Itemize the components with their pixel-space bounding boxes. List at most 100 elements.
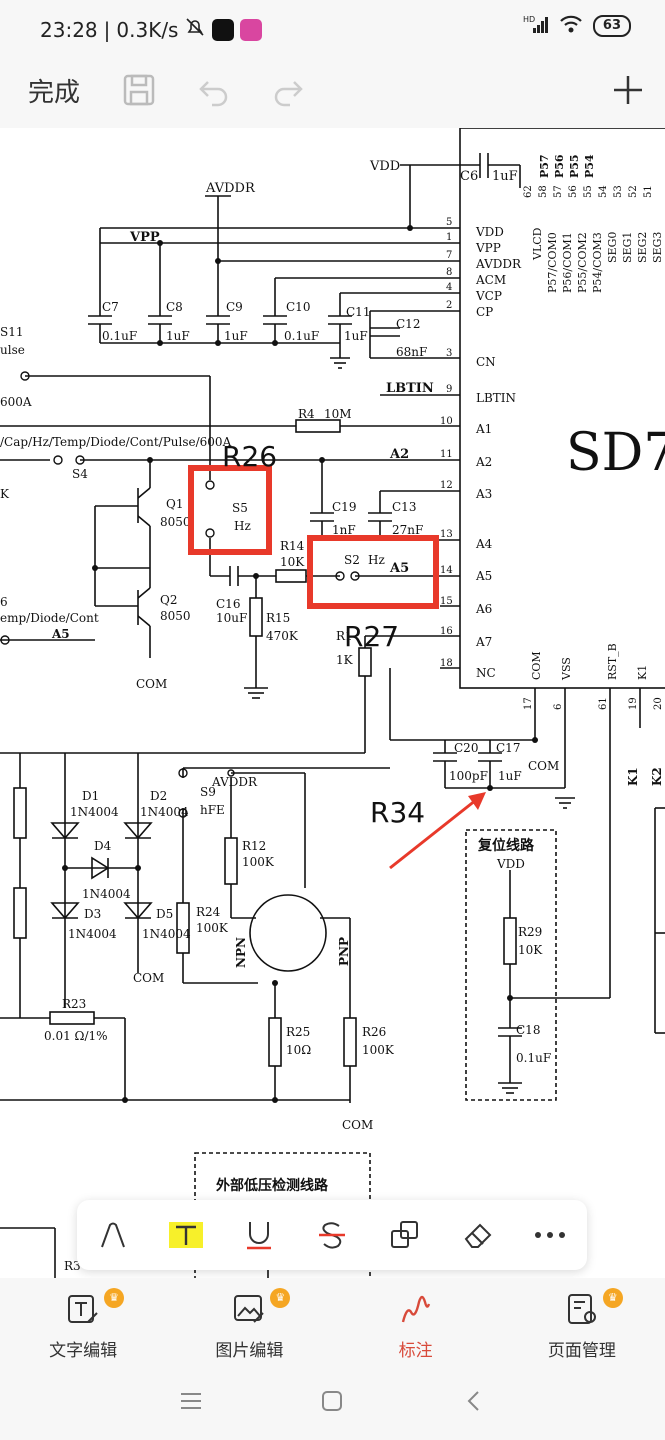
- tab-image-edit[interactable]: ♛ 图片编辑: [166, 1278, 332, 1362]
- home-icon[interactable]: [312, 1381, 352, 1421]
- r3-label: R3: [64, 1259, 81, 1273]
- system-nav-bar: [0, 1362, 665, 1440]
- top-num-54: 54: [598, 185, 609, 198]
- pin-p54: P54/COM3: [591, 232, 604, 293]
- vpp-label: VPP: [129, 230, 160, 245]
- tab-annotate[interactable]: 标注: [333, 1278, 499, 1362]
- pin-p56: P56/COM1: [561, 232, 574, 293]
- pin-vlcd: VLCD: [531, 227, 544, 261]
- com-label-diode: COM: [133, 971, 164, 985]
- pin-a3: A3: [475, 487, 492, 501]
- c17-name: C17: [496, 741, 520, 755]
- c16-value: 10uF: [216, 611, 247, 625]
- pin-num-14: 14: [440, 565, 453, 576]
- bottom-num-17: 17: [523, 697, 534, 710]
- annotation-arrow-line[interactable]: [389, 798, 477, 870]
- save-icon[interactable]: [117, 68, 161, 112]
- vdd-label: VDD: [369, 159, 400, 174]
- c7-value: 0.1uF: [102, 329, 137, 343]
- pin-seg3: SEG3: [651, 232, 664, 263]
- avddr-label: AVDDR: [205, 181, 256, 196]
- c18-name: C18: [516, 1023, 540, 1037]
- 600a-label: 600A: [0, 395, 32, 409]
- r23-value: 0.01 Ω/1%: [44, 1029, 108, 1043]
- strikethrough-icon[interactable]: [306, 1209, 358, 1261]
- k2-label: K2: [650, 767, 664, 786]
- r1-name: R1: [336, 629, 353, 643]
- annotation-box-1[interactable]: [188, 465, 272, 555]
- document-canvas[interactable]: VDD AVDDR VPP C6 1uF C7 0.1uF C8 1uF C9 …: [0, 128, 665, 1278]
- pin-num-3: 3: [446, 348, 452, 359]
- top-num-58: 58: [538, 185, 549, 198]
- c19-name: C19: [332, 500, 356, 514]
- status-left: 23:28 | 0.3K/s: [40, 16, 263, 43]
- status-separator: |: [103, 17, 111, 42]
- shape-icon[interactable]: [379, 1209, 431, 1261]
- pin-lbtin: LBTIN: [476, 391, 516, 405]
- top-num-52: 52: [628, 185, 639, 198]
- com-label-hfe: COM: [342, 1118, 373, 1132]
- s2-label: Hz: [368, 553, 385, 567]
- annotation-label-r34[interactable]: R34: [370, 796, 425, 829]
- d2-name: D2: [150, 789, 167, 803]
- annotation-label-r27[interactable]: R27: [344, 620, 399, 653]
- d3-name: D3: [84, 907, 101, 921]
- add-icon[interactable]: [606, 68, 650, 112]
- annotation-box-2[interactable]: [307, 535, 439, 609]
- pen-tool-icon[interactable]: [87, 1209, 139, 1261]
- bottom-num-6: 6: [553, 704, 564, 710]
- undo-icon[interactable]: [192, 68, 236, 112]
- done-button[interactable]: 完成: [28, 78, 81, 108]
- underline-icon[interactable]: [233, 1209, 285, 1261]
- emp-diode-label: emp/Diode/Cont: [0, 611, 99, 625]
- bottom-num-61: 61: [598, 697, 609, 710]
- d2-part: 1N4004: [140, 805, 189, 819]
- bottom-num-19: 19: [628, 697, 639, 710]
- pin-com-bottom: COM: [530, 651, 543, 680]
- annotation-toolbar: [77, 1200, 587, 1270]
- pin-avddr: AVDDR: [475, 257, 522, 271]
- pulse-label: ulse: [0, 343, 25, 357]
- signal-hd-label: HD: [523, 15, 535, 24]
- tab-text-edit-label: 文字编辑: [49, 1341, 118, 1361]
- menu-icon[interactable]: [171, 1381, 211, 1421]
- c10-value: 0.1uF: [284, 329, 319, 343]
- annotation-label-r26[interactable]: R26: [222, 440, 277, 473]
- q2-part: 8050: [160, 609, 191, 623]
- r29-value: 10K: [518, 943, 543, 957]
- c11-value: 1uF: [344, 329, 368, 343]
- com-label-q: COM: [136, 677, 167, 691]
- r26-name: R26: [362, 1025, 386, 1039]
- pin-seg1: SEG1: [621, 232, 634, 263]
- bus-p54: P54: [583, 154, 596, 178]
- tab-text-edit[interactable]: ♛ 文字编辑: [0, 1278, 166, 1362]
- c8-name: C8: [166, 300, 183, 314]
- k-label: K: [0, 487, 10, 501]
- pin-a4: A4: [475, 537, 493, 551]
- premium-crown-icon: ♛: [602, 1288, 623, 1308]
- pin-num-11: 11: [440, 449, 453, 460]
- q1-part: 8050: [160, 515, 191, 529]
- back-icon[interactable]: [454, 1381, 494, 1421]
- bus-p55: P55: [568, 154, 581, 178]
- text-highlight-icon[interactable]: [160, 1209, 212, 1261]
- d3-part: 1N4004: [68, 927, 117, 941]
- tab-page-manage[interactable]: ♛ 页面管理: [499, 1278, 665, 1362]
- s9-label: hFE: [200, 803, 225, 817]
- more-icon[interactable]: [524, 1209, 576, 1261]
- r4-value: 10M: [324, 407, 352, 421]
- top-num-55: 55: [583, 185, 594, 198]
- bus-p57: P57: [538, 154, 551, 178]
- top-num-62: 62: [523, 185, 534, 198]
- bottom-tab-bar: ♛ 文字编辑 ♛ 图片编辑 标注 ♛ 页面管理: [0, 1278, 665, 1362]
- s4-label: S4: [72, 467, 88, 481]
- ext-lowvolt-title: 外部低压检测线路: [216, 1177, 329, 1194]
- tab-annotate-label: 标注: [398, 1341, 433, 1361]
- redo-icon[interactable]: [266, 68, 310, 112]
- pin-seg0: SEG0: [606, 232, 619, 263]
- c9-name: C9: [226, 300, 243, 314]
- top-num-57: 57: [553, 185, 564, 198]
- premium-crown-icon: ♛: [104, 1288, 124, 1308]
- eraser-icon[interactable]: [452, 1209, 504, 1261]
- c20-value: 100pF: [449, 769, 488, 783]
